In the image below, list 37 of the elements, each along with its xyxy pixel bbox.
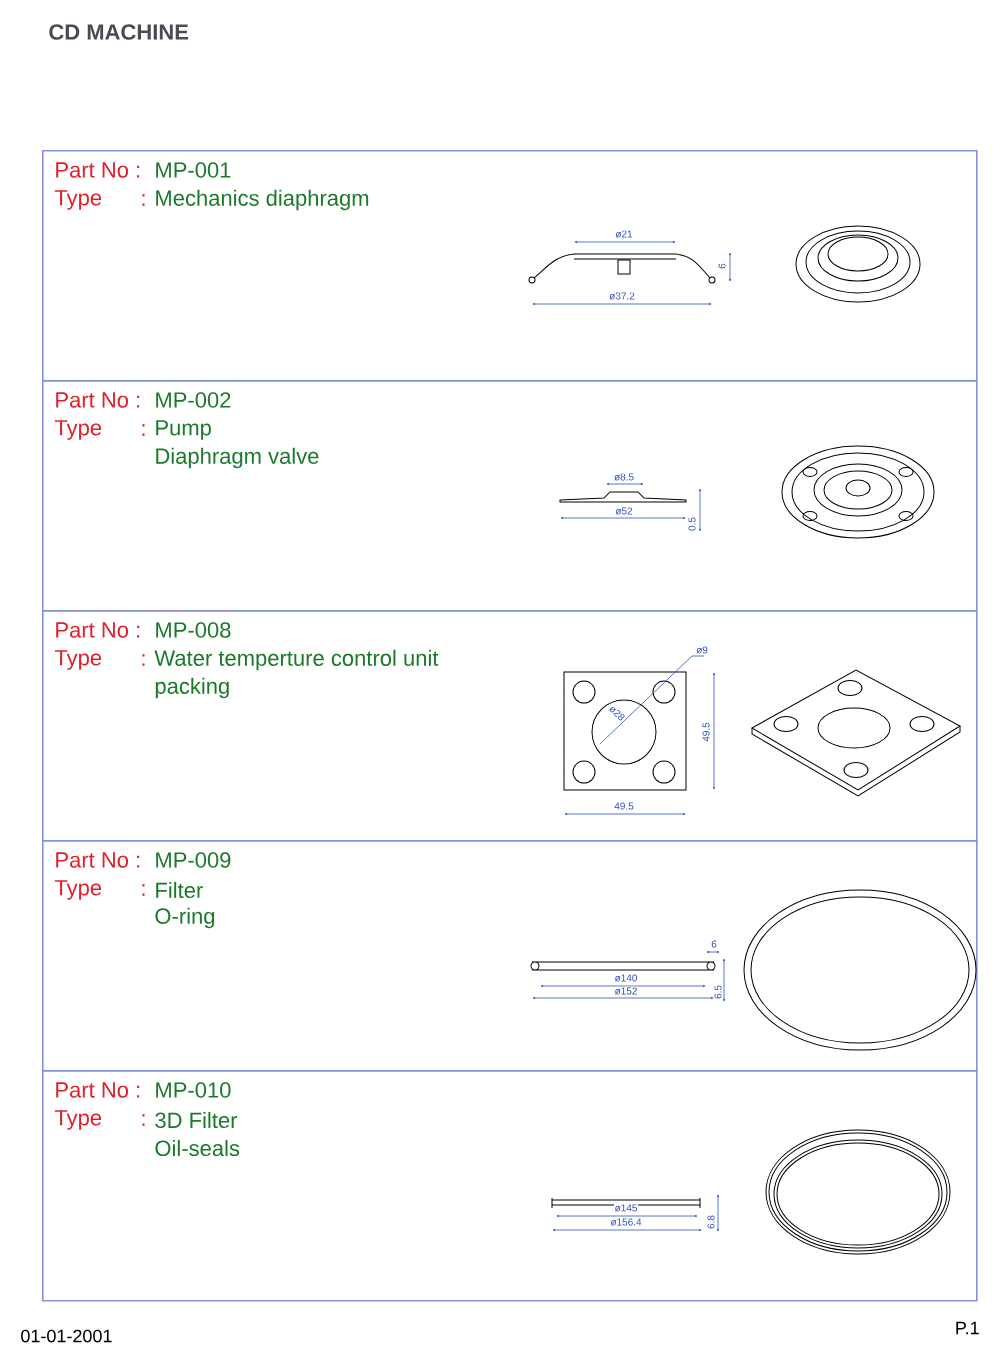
field-label: Type [54,190,102,210]
separator-colon: : [142,424,145,436]
page-title: CD MACHINE [49,24,189,40]
type-description: packing [155,677,229,699]
type-description: Filter [156,881,203,899]
part-panel [42,840,978,1072]
part-number: MP-008 [156,622,231,638]
field-label: Part No : [56,852,140,868]
page-number: P.1 [956,1321,979,1335]
field-label: Part No : [56,162,140,178]
date-text: 01-01-2001 [21,1329,112,1343]
field-label: Type [54,1110,102,1130]
field-label: Type [54,420,102,440]
part-number: MP-002 [156,392,231,408]
field-label: Type [54,880,102,900]
part-number: MP-009 [156,852,231,868]
type-description: O-ring [155,907,215,929]
part-number: MP-010 [156,1082,231,1098]
field-label: Part No : [56,392,140,408]
part-panel [42,1070,978,1302]
field-label: Part No : [56,1082,140,1098]
separator-colon: : [142,654,145,666]
field-label: Part No : [56,622,140,638]
part-panel [42,610,978,842]
type-description: Mechanics diaphragm [156,189,369,211]
separator-colon: : [142,1114,145,1126]
type-description: Diaphragm valve [156,447,319,469]
separator-colon: : [142,884,145,896]
type-description: Pump [156,420,211,440]
part-panel [42,380,978,612]
type-description: Water temperture control unit [154,649,439,671]
field-label: Type [54,650,102,670]
separator-colon: : [142,194,145,206]
part-panel [42,150,978,382]
type-description: Oil-seals [155,1139,240,1157]
part-number: MP-001 [156,162,231,178]
type-description: 3D Filter [155,1111,238,1129]
